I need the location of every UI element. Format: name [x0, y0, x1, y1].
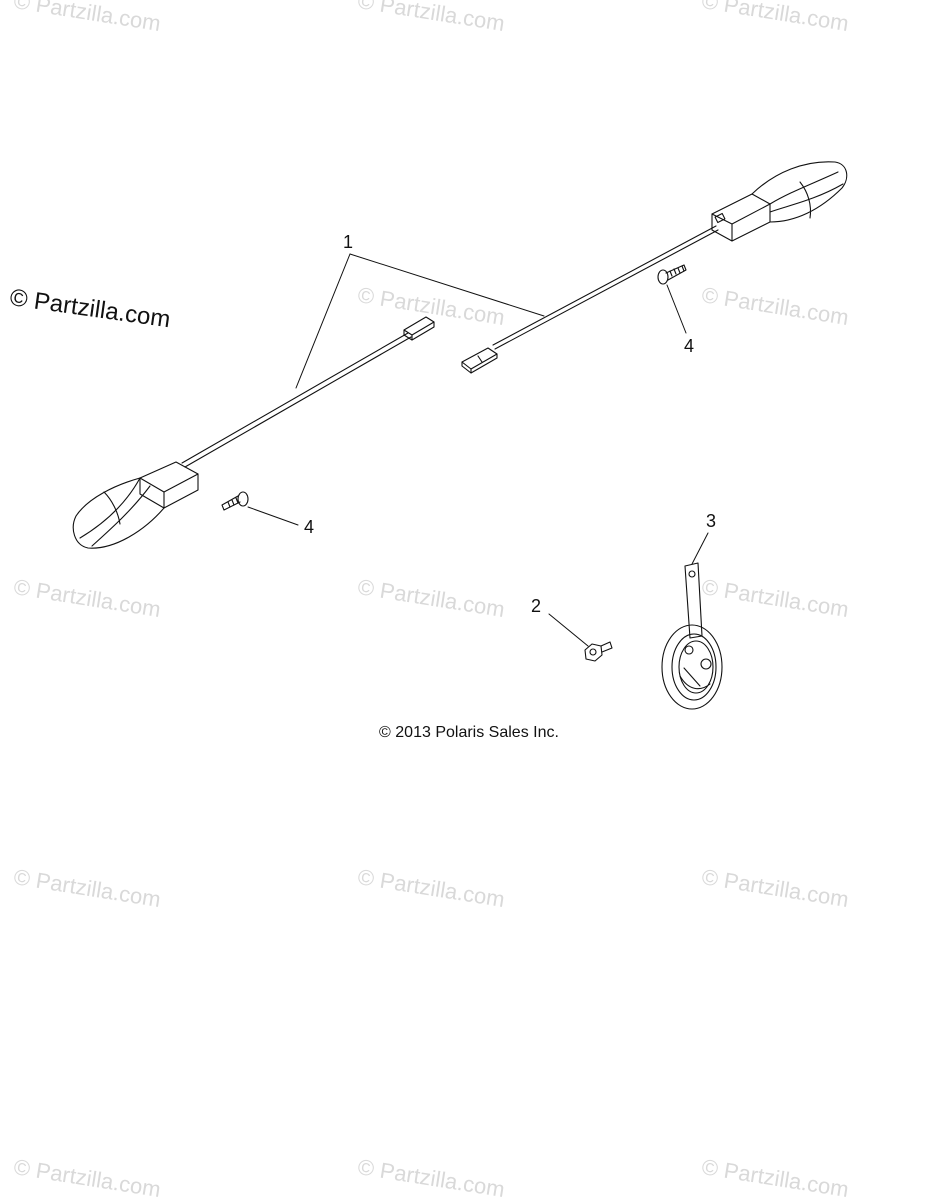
- callout-part-4-left: 4: [304, 517, 315, 537]
- callout-part-1: 1: [343, 232, 354, 252]
- leader-lines: [247, 253, 709, 647]
- callout-part-3: 3: [706, 511, 717, 531]
- copyright-notice: © 2013 Polaris Sales Inc.: [379, 724, 559, 741]
- horn: [661, 562, 723, 710]
- callout-part-2: 2: [531, 596, 542, 616]
- screw-left: [221, 491, 249, 511]
- bolt: [584, 641, 613, 662]
- turn-signal-left: [72, 316, 435, 549]
- turn-signal-right: [461, 161, 848, 374]
- screw-right: [657, 264, 687, 285]
- callout-part-4-right: 4: [684, 336, 695, 356]
